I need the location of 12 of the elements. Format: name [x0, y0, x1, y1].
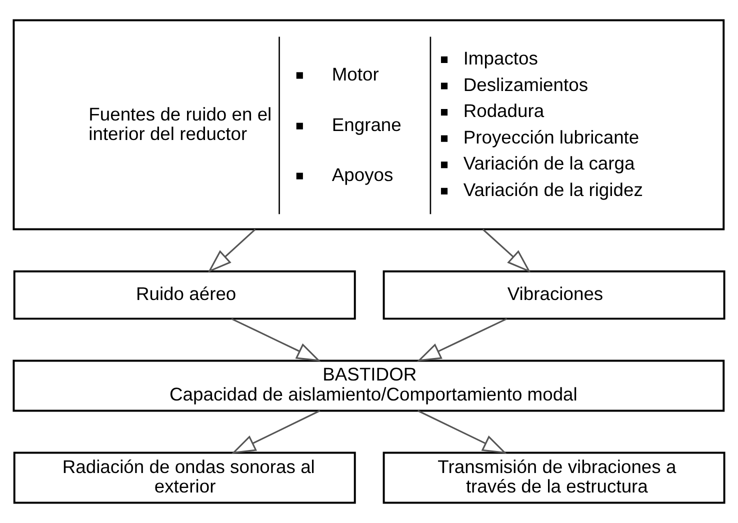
node-box: Radiación de ondas sonoras al exterior [13, 452, 356, 504]
arrow [416, 318, 508, 362]
arrow [208, 228, 256, 273]
node-box: BASTIDOR Capacidad de aislamiento/Comportamiento modal [12, 360, 725, 412]
arrow [418, 410, 507, 454]
node-box: Transmisión de vibraciones a través de la estructura [382, 452, 726, 504]
arrow [482, 228, 531, 273]
arrow [231, 318, 321, 362]
node-box: Ruido aéreo [13, 270, 356, 320]
node-box: Vibraciones [382, 270, 726, 320]
node-box: Fuentes de ruido en el interior del reductor Motor Engrane Apoyos Impactos Deslizamientos Rodadura Proyección lubricante Variación de la carga Variación de la rigidez [12, 19, 725, 230]
arrow [232, 410, 320, 454]
